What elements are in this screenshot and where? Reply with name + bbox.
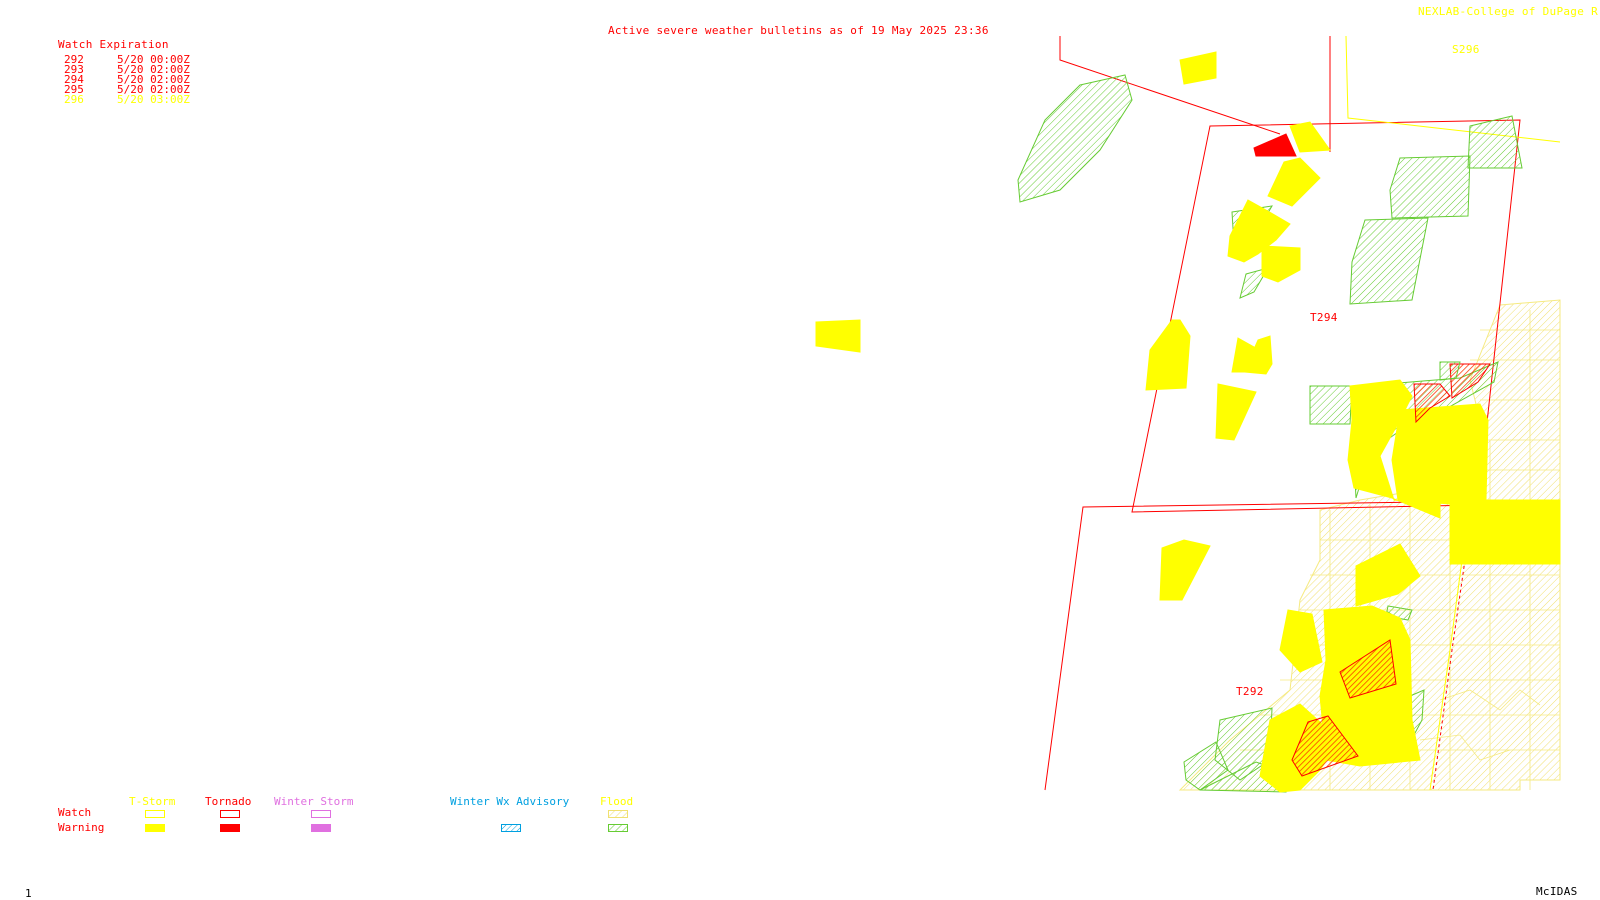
legend-flood-watch-swatch [608,810,628,818]
legend-tornado-watch-swatch [220,810,240,818]
label-s296: S296 [1452,43,1480,56]
dashed-line [1432,559,1466,791]
legend-row-warning: Warning [58,821,105,834]
legend-tornado-warning-swatch [220,824,240,832]
legend-winter-storm-label: Winter Storm [274,795,354,808]
watch-row: 296 5/20 03:00Z [64,93,190,106]
software-label: McIDAS [1536,885,1578,898]
legend-flood-warning-swatch [608,824,628,832]
watch-id: 292 [64,53,84,66]
legend-flood-label: Flood [600,795,634,808]
watch-expires: 5/20 02:00Z [117,83,190,96]
watch-table-heading: Watch Expiration [58,38,169,51]
legend-winter-advisory-swatch [501,824,521,832]
watch-row: 294 5/20 02:00Z [64,73,190,86]
legend-winter-storm-watch-swatch [311,810,331,818]
frame-number: 1 [25,887,32,900]
watch-expires: 5/20 00:00Z [117,53,190,66]
label-t294: T294 [1310,311,1338,324]
watch-id: 295 [64,83,84,96]
legend-winter-storm-warning-swatch [311,824,331,832]
watch-row: 292 5/20 00:00Z [64,53,190,66]
watch-row: 293 5/20 02:00Z [64,63,190,76]
watch-expires: 5/20 02:00Z [117,63,190,76]
legend-tstorm-label: T-Storm [129,795,176,808]
legend-tstorm-watch-swatch [145,810,165,818]
flood-warning-small [1439,361,1461,381]
credit-label: NEXLAB-College of DuPage R [1418,5,1598,18]
legend-tornado-label: Tornado [205,795,252,808]
watch-id: 293 [64,63,84,76]
legend-tstorm-warning-swatch [145,824,165,832]
legend-winter-advisory-label: Winter Wx Advisory [450,795,570,808]
watch-expires: 5/20 02:00Z [117,73,190,86]
watch-292-outline [1044,501,1421,791]
label-t292: T292 [1236,685,1264,698]
watch-row: 295 5/20 02:00Z [64,83,190,96]
legend-row-watch: Watch [58,806,92,819]
page-title: Active severe weather bulletins as of 19… [608,24,989,37]
watch-id: 296 [64,93,84,106]
watch-id: 294 [64,73,84,86]
tornado-warnings [1253,133,1491,777]
watch-expires: 5/20 03:00Z [117,93,190,106]
